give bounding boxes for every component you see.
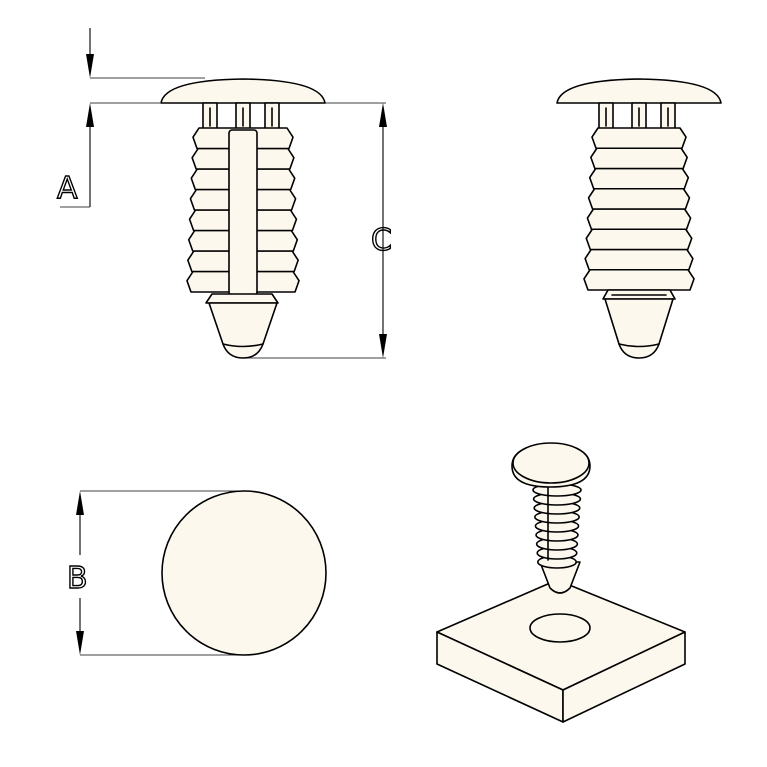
side-fin [583,268,695,291]
side-fins [583,127,695,291]
dimension-a: A [56,28,205,208]
iso-base-block [436,579,686,723]
front-cap [160,78,326,104]
front-collar [205,293,279,304]
top-cap-circle [161,490,327,656]
dimension-c-label: C [371,223,392,258]
front-stem-posts [202,102,280,130]
side-view [556,78,722,359]
side-stem-posts [598,102,676,130]
dimension-b: B [66,490,244,656]
side-tip [604,298,674,359]
dimension-c: C [245,102,393,359]
side-cap [556,78,722,104]
dimension-a-label: A [57,171,78,206]
side-fin [587,187,691,210]
iso-tip [539,561,581,594]
side-fin [584,248,694,271]
iso-mounting-hole [529,613,591,643]
side-fin [590,147,688,170]
side-fin [588,167,690,190]
side-fin [591,127,687,150]
dimension-b-label: B [67,561,88,596]
front-tip [208,302,278,359]
side-fin [585,228,693,251]
top-view [161,490,327,656]
iso-cap-top [512,442,590,484]
front-view [160,78,326,359]
iso-fins [532,483,582,569]
isometric-view [436,442,686,723]
front-center-slot [228,129,258,296]
side-fin [586,208,692,231]
